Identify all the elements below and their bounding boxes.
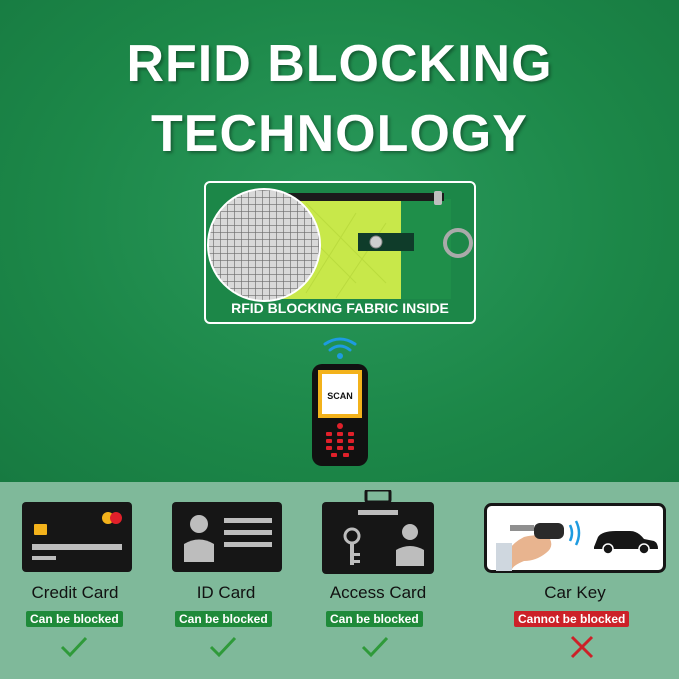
card-title-credit: Credit Card <box>31 583 119 602</box>
id-card-icon <box>172 502 282 572</box>
credit-card-icon <box>22 502 132 572</box>
access-card-icon <box>322 490 434 574</box>
status-badge-credit: Can be blocked <box>26 611 123 627</box>
scan-label: SCAN <box>327 391 353 401</box>
rfid-scanner-icon: SCAN <box>312 337 368 466</box>
fabric-label: RFID BLOCKING FABRIC INSIDE <box>231 300 449 316</box>
pouch-illustration <box>207 188 473 302</box>
title-line-1: RFID BLOCKING <box>126 35 553 93</box>
card-title-car-key: Car Key <box>544 583 606 602</box>
card-title-id: ID Card <box>196 583 256 602</box>
status-badge-id: Can be blocked <box>175 611 272 627</box>
car-key-icon <box>484 503 666 573</box>
product-image: RFID BLOCKING FABRIC INSIDE <box>204 181 476 324</box>
status-badge-car-key: Cannot be blocked <box>514 611 630 627</box>
check-icon <box>209 636 237 658</box>
title-line-2: TECHNOLOGY <box>151 105 528 163</box>
check-icon <box>361 636 389 658</box>
card-title-access: Access Card <box>329 583 427 602</box>
status-badge-access: Can be blocked <box>326 611 423 627</box>
cross-icon <box>570 635 594 659</box>
check-icon <box>60 636 88 658</box>
wifi-icon <box>323 337 357 352</box>
